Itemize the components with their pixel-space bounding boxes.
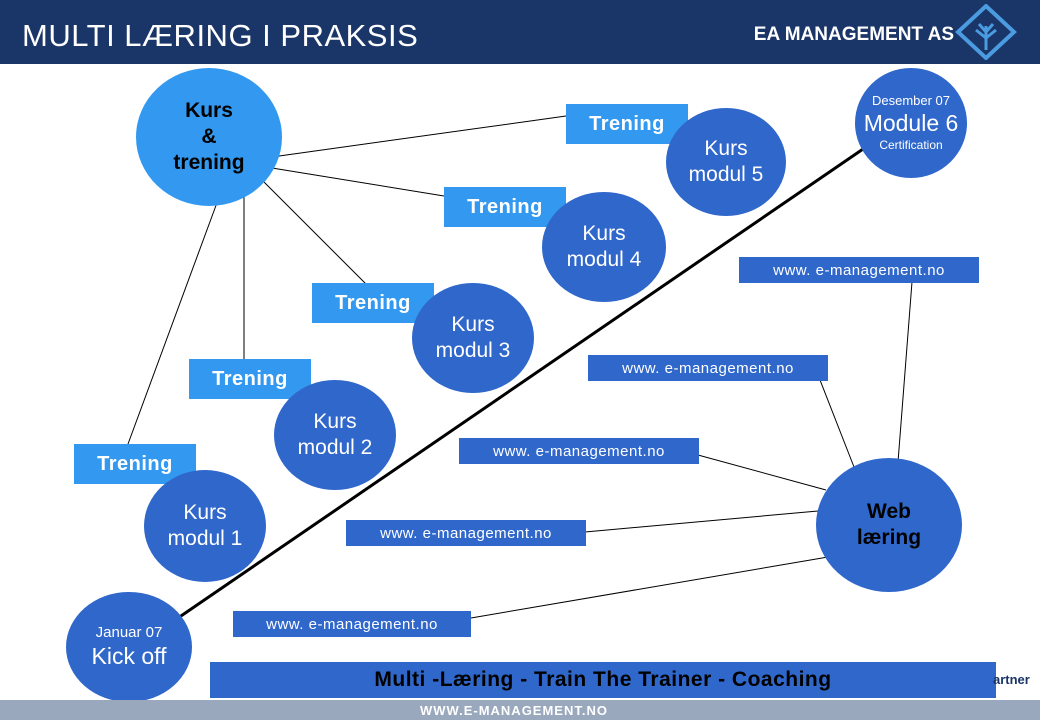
module6-sub: Certification [879, 138, 943, 152]
kurs-modul-3-node: Kurs modul 3 [412, 283, 534, 393]
kickoff-label: Kick off [91, 643, 167, 669]
node-label: modul 5 [688, 163, 764, 186]
node-label: trening [173, 151, 245, 174]
trening-box-2: Trening [189, 359, 311, 399]
node-label: Kurs [704, 137, 748, 160]
web-laering-node: Web læring [816, 458, 962, 592]
node-label: Kurs [183, 501, 227, 524]
node-label: Kurs [313, 410, 357, 433]
brand-name: EA MANAGEMENT AS [753, 24, 954, 45]
header-bar: MULTI LÆRING I PRAKSIS EA MANAGEMENT AS [0, 0, 1040, 64]
slogan-banner: Multi -Læring - Train The Trainer - Coac… [210, 662, 996, 698]
web-link-4[interactable]: www. e-management.no [346, 520, 586, 546]
web-link-1[interactable]: www. e-management.no [739, 257, 979, 283]
node-label: modul 1 [167, 527, 243, 550]
page-title: MULTI LÆRING I PRAKSIS [22, 18, 419, 53]
node-label: Web [867, 500, 911, 523]
kickoff-date: Januar 07 [95, 624, 163, 641]
footer-bar [0, 700, 1040, 720]
kurs-modul-1-node: Kurs modul 1 [144, 470, 266, 582]
module6-date: Desember 07 [871, 93, 951, 108]
web-link-2[interactable]: www. e-management.no [588, 355, 828, 381]
web-link-3[interactable]: www. e-management.no [459, 438, 699, 464]
node-label: & [201, 125, 217, 148]
node-label: modul 2 [297, 436, 373, 459]
footer-url[interactable]: WWW.E-MANAGEMENT.NO [420, 703, 608, 718]
web-link-5[interactable]: www. e-management.no [233, 611, 471, 637]
kurs-modul-4-node: Kurs modul 4 [542, 192, 666, 302]
kurs-modul-2-node: Kurs modul 2 [274, 380, 396, 490]
module6-label: Module 6 [863, 110, 959, 136]
partner-text: artner [993, 672, 1030, 687]
node-label: Kurs [451, 313, 495, 336]
company-logo-icon [955, 4, 1017, 60]
node-label: modul 3 [435, 339, 511, 362]
node-label: Kurs [185, 99, 233, 122]
kickoff-node: Januar 07 Kick off [66, 592, 192, 702]
kurs-modul-5-node: Kurs modul 5 [666, 108, 786, 216]
module6-node: Desember 07 Module 6 Certification [855, 68, 967, 178]
trening-box-4: Trening [444, 187, 566, 227]
trening-box-3: Trening [312, 283, 434, 323]
node-label: læring [856, 526, 922, 549]
trening-box-5: Trening [566, 104, 688, 144]
node-label: modul 4 [566, 248, 642, 271]
node-label: Kurs [582, 222, 626, 245]
kurs-trening-node: Kurs & trening [136, 68, 282, 206]
